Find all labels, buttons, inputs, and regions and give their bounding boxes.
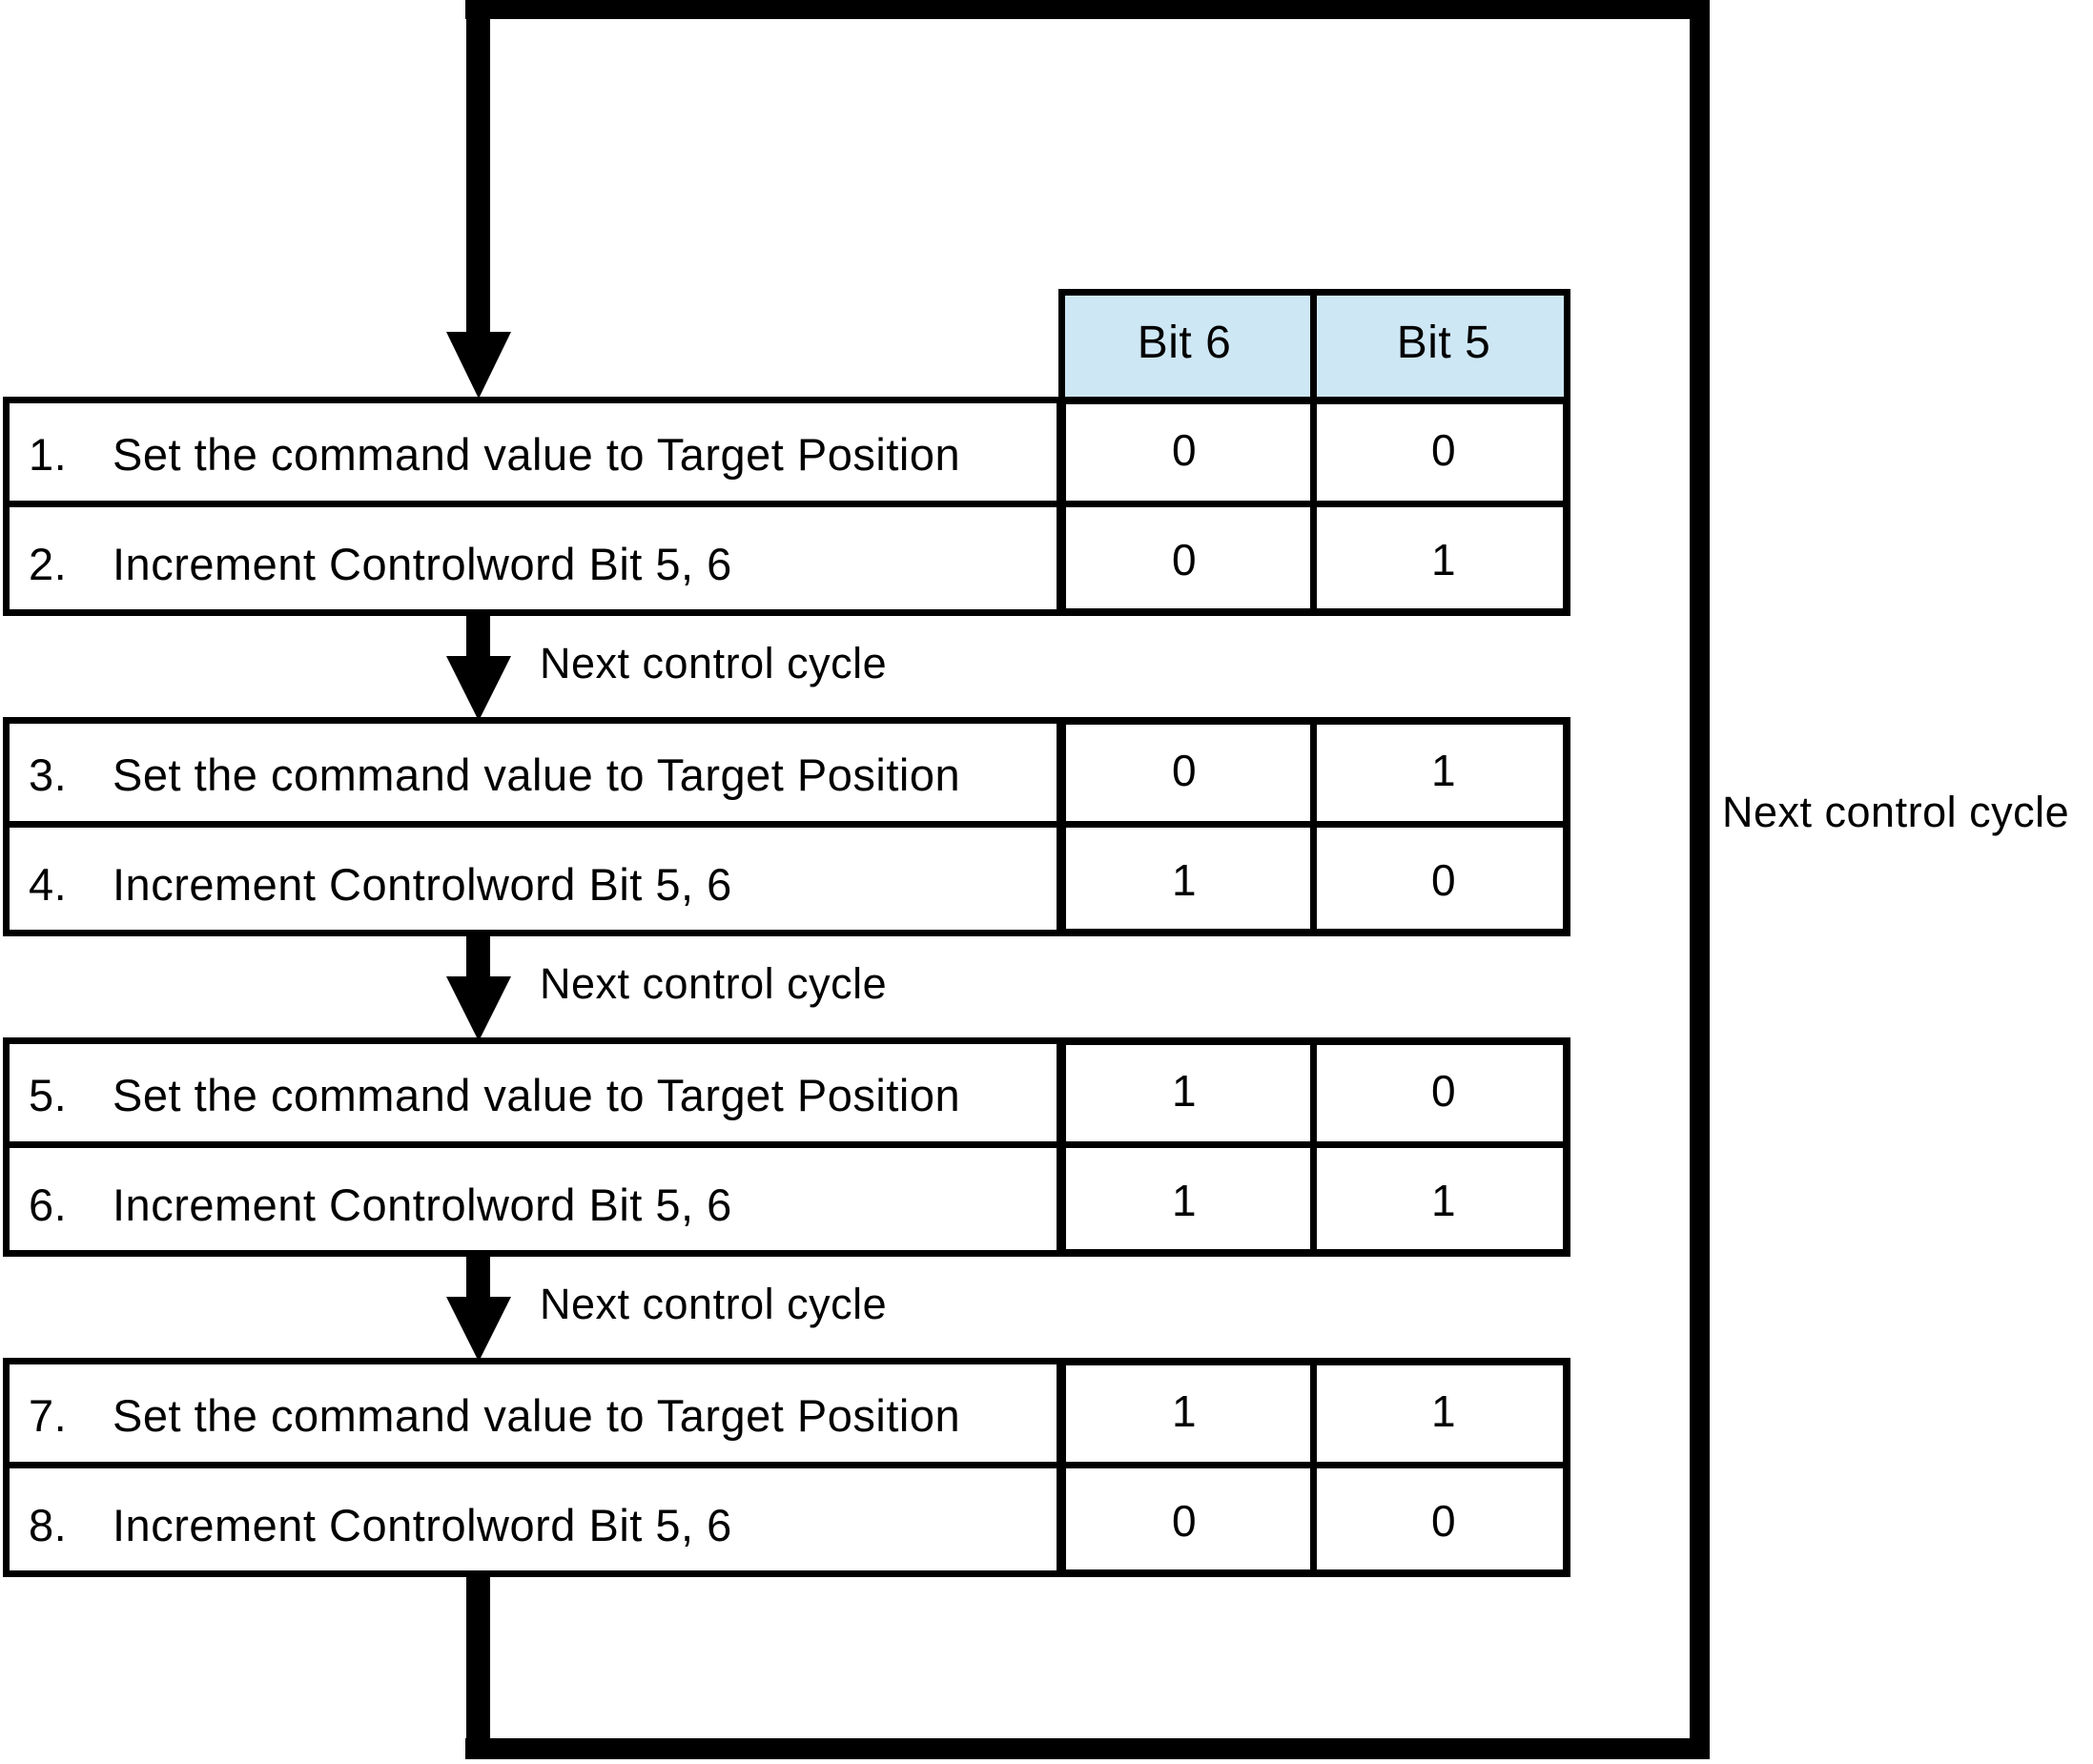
step-label: Increment Controlword Bit 5, 6: [113, 1179, 732, 1230]
loop-top-line: [465, 0, 1710, 19]
step-row: 6. Increment Controlword Bit 5, 6: [10, 1151, 1057, 1258]
step-row: 4. Increment Controlword Bit 5, 6: [10, 831, 1057, 937]
bit6-value: 0: [1171, 1496, 1198, 1546]
step-label: Increment Controlword Bit 5, 6: [113, 1499, 732, 1550]
step-row: 3. Set the command value to Target Positi…: [10, 721, 1057, 828]
step-label: Set the command value to Target Position: [113, 1069, 961, 1120]
step-text-box-divider: [3, 1141, 1063, 1148]
loop-entry-arrow-shaft: [466, 13, 490, 334]
step-row: 7. Set the command value to Target Positi…: [10, 1362, 1057, 1468]
next-cycle-arrowhead: [446, 1297, 511, 1362]
step-number: 3.: [29, 749, 68, 800]
bit5-value: 0: [1430, 855, 1457, 905]
bit-value-box-row-divider: [1058, 1141, 1570, 1148]
next-control-cycle-label: Next control cycle: [540, 1280, 888, 1328]
bit5-value: 0: [1430, 1066, 1457, 1116]
bit5-value: 1: [1430, 1386, 1457, 1436]
next-control-cycle-label: Next control cycle: [540, 959, 888, 1008]
bit6-value: 0: [1171, 535, 1198, 585]
next-cycle-arrowhead: [446, 656, 511, 721]
step-label: Set the command value to Target Position: [113, 749, 961, 800]
step-row: 8. Increment Controlword Bit 5, 6: [10, 1471, 1057, 1578]
step-number: 2.: [29, 538, 68, 589]
loop-entry-arrowhead: [446, 332, 511, 399]
step-label: Increment Controlword Bit 5, 6: [113, 858, 732, 910]
step-number: 4.: [29, 858, 68, 910]
next-cycle-arrow-shaft: [466, 1251, 490, 1303]
step-text-box-divider: [3, 821, 1063, 828]
next-control-cycle-label-outer: Next control cycle: [1722, 788, 2070, 836]
loop-right-line: [1690, 0, 1710, 1759]
bit5-value: 0: [1430, 425, 1457, 475]
step-label: Set the command value to Target Position: [113, 1389, 961, 1441]
step-row: 5. Set the command value to Target Positi…: [10, 1041, 1057, 1148]
step-row: 1. Set the command value to Target Positi…: [10, 400, 1057, 507]
step-text-box-divider: [3, 1462, 1063, 1468]
next-cycle-arrow-shaft: [466, 931, 490, 983]
bit6-value: 1: [1171, 1386, 1198, 1436]
step-number: 8.: [29, 1499, 68, 1550]
next-cycle-arrow-shaft: [466, 610, 490, 663]
step-row: 2. Increment Controlword Bit 5, 6: [10, 510, 1057, 617]
bit6-value: 0: [1171, 425, 1198, 475]
step-text-box-divider: [3, 501, 1063, 507]
bit5-header-label: Bit 5: [1396, 318, 1491, 368]
loop-exit-line: [466, 1571, 490, 1759]
step-label: Set the command value to Target Position: [113, 428, 961, 480]
bit6-value: 1: [1171, 855, 1198, 905]
bit-value-box-row-divider: [1058, 1462, 1570, 1468]
bit5-value: 1: [1430, 1176, 1457, 1225]
bit-header-divider: [1310, 289, 1317, 403]
bit6-header-label: Bit 6: [1137, 318, 1232, 368]
bit6-value: 1: [1171, 1176, 1198, 1225]
bit5-value: 1: [1430, 746, 1457, 795]
bit5-value: 0: [1430, 1496, 1457, 1546]
bit-value-box-row-divider: [1058, 821, 1570, 828]
bit5-value: 1: [1430, 535, 1457, 585]
bit6-value: 0: [1171, 746, 1198, 795]
step-number: 5.: [29, 1069, 68, 1120]
step-number: 6.: [29, 1179, 68, 1230]
next-cycle-arrowhead: [446, 976, 511, 1041]
loop-bottom-line: [465, 1738, 1710, 1759]
step-label: Increment Controlword Bit 5, 6: [113, 538, 732, 589]
next-control-cycle-label: Next control cycle: [540, 639, 888, 687]
step-number: 1.: [29, 428, 68, 480]
bit-value-box-row-divider: [1058, 501, 1570, 507]
bit6-value: 1: [1171, 1066, 1198, 1116]
step-number: 7.: [29, 1389, 68, 1441]
